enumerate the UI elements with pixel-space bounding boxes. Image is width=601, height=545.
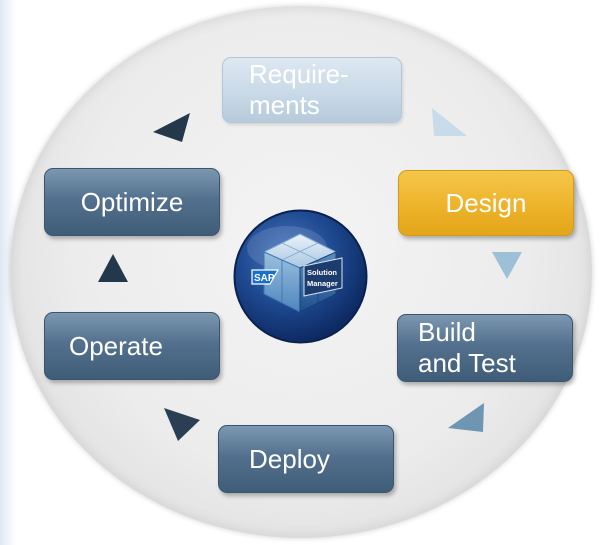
sap-logo-text: SAP <box>254 273 275 284</box>
step-optimize-label: Optimize <box>80 186 184 217</box>
step-design-label: Design <box>445 187 527 218</box>
step-requirements-label: Require- ments <box>249 59 349 120</box>
step-deploy: Deploy <box>218 425 394 493</box>
step-deploy-label: Deploy <box>249 443 330 474</box>
arrow-requirements-to-design-icon <box>432 108 467 136</box>
step-build-and-test-label: Build and Test <box>418 317 516 378</box>
step-build-and-test: Build and Test <box>397 314 573 382</box>
badge-line-1: Solution <box>307 268 337 277</box>
step-design: Design <box>398 170 574 236</box>
badge-line-2: Manager <box>307 279 338 288</box>
step-operate-label: Operate <box>69 330 163 361</box>
step-operate: Operate <box>44 312 220 380</box>
arrow-build-to-deploy-icon <box>448 403 484 432</box>
left-edge-tint <box>0 0 16 545</box>
sap-logo: SAP <box>251 269 280 285</box>
solution-manager-hub: SAP Solution Manager <box>233 209 368 344</box>
step-requirements: Require- ments <box>222 57 402 123</box>
arrow-optimize-to-requirements-icon <box>153 113 190 142</box>
solution-manager-badge: Solution Manager <box>303 257 343 297</box>
arrow-deploy-to-operate-icon <box>164 408 200 441</box>
arrow-design-to-build-icon <box>492 252 522 279</box>
step-optimize: Optimize <box>44 168 220 236</box>
arrow-operate-to-optimize-icon <box>98 254 128 282</box>
